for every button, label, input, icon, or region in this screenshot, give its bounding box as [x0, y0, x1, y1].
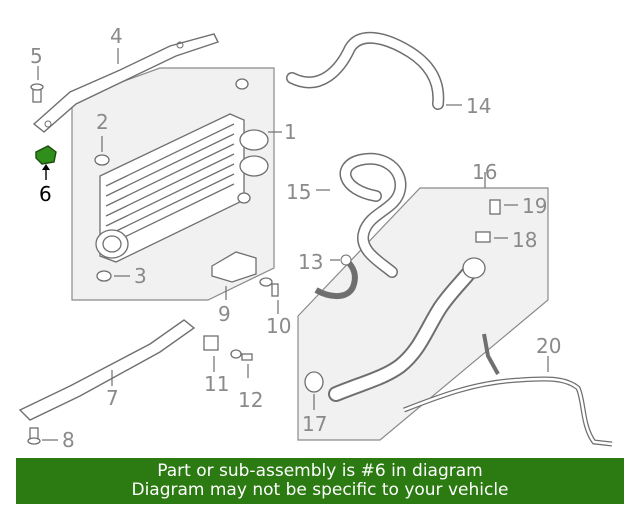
intercooler: [95, 78, 269, 263]
callout-1: 1: [284, 120, 297, 144]
callout-6: 6: [39, 182, 52, 206]
upper-hose: [286, 31, 445, 110]
sensor-18: [475, 231, 491, 243]
banner-line-2: Diagram may not be specific to your vehi…: [131, 480, 509, 500]
callout-15: 15: [286, 180, 312, 204]
callout-9: 9: [218, 302, 231, 326]
grommet-3: [96, 270, 112, 282]
o-ring-17: [304, 371, 324, 393]
highlighted-clip: [35, 145, 57, 165]
callout-18: 18: [512, 228, 538, 252]
upper-bracket: [32, 33, 219, 133]
lower-bracket: [18, 319, 196, 421]
callout-17: 17: [302, 412, 328, 436]
callout-19: 19: [522, 194, 548, 218]
callout-7: 7: [106, 386, 119, 410]
callout-20: 20: [536, 334, 562, 358]
bolt-8: [27, 427, 41, 445]
bolt-19: [489, 199, 501, 215]
screw-12: [230, 349, 253, 361]
bolt-5: [30, 83, 44, 103]
callout-16: 16: [472, 160, 498, 184]
info-banner: Part or sub-assembly is #6 in diagram Di…: [16, 458, 624, 504]
callout-12: 12: [238, 388, 264, 412]
grommet-2: [94, 154, 110, 166]
callout-5: 5: [30, 44, 43, 68]
callout-10: 10: [266, 314, 292, 338]
callout-8: 8: [62, 428, 75, 452]
callout-13: 13: [298, 250, 324, 274]
callout-3: 3: [134, 264, 147, 288]
connector-11: [203, 335, 219, 351]
callout-2: 2: [96, 110, 109, 134]
callout-14: 14: [466, 94, 492, 118]
valve-9: [211, 251, 257, 283]
banner-line-1: Part or sub-assembly is #6 in diagram: [157, 461, 483, 481]
bolt-10: [259, 277, 279, 297]
callout-4: 4: [110, 24, 123, 48]
callout-11: 11: [204, 372, 230, 396]
